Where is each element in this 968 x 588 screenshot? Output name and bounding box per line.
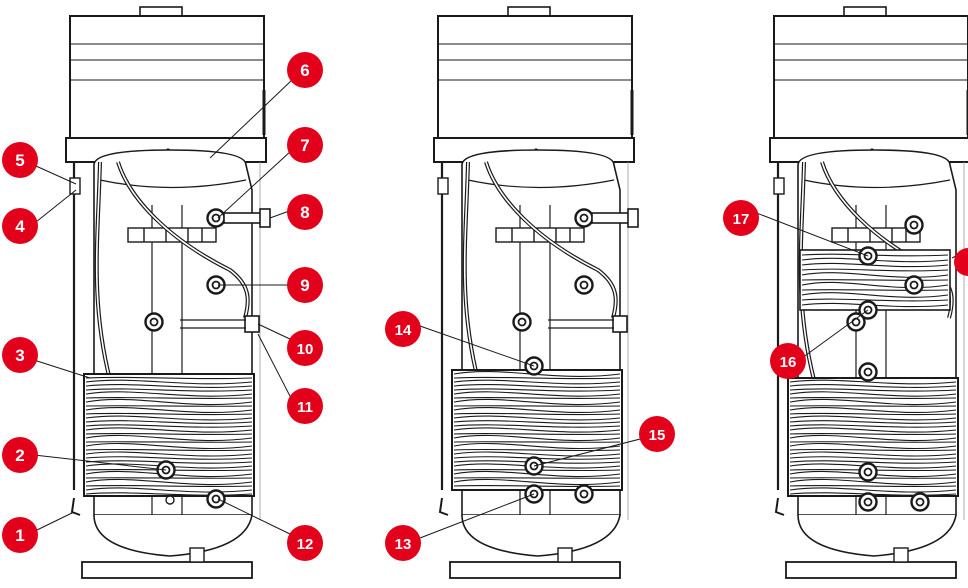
callout-11-label: 11 bbox=[297, 399, 313, 416]
callout-7-label: 7 bbox=[300, 136, 309, 155]
callout-6: 6 bbox=[287, 52, 323, 88]
callout-15: 15 bbox=[639, 416, 675, 452]
callout-9: 9 bbox=[287, 267, 323, 303]
callout-16: 16 bbox=[770, 343, 806, 379]
callout-16-label: 16 bbox=[780, 354, 797, 371]
callout-14-label: 14 bbox=[395, 322, 412, 339]
callout-7: 7 bbox=[287, 127, 323, 163]
callout-17: 17 bbox=[723, 200, 759, 236]
heater-right bbox=[768, 5, 968, 580]
callout-2: 2 bbox=[2, 437, 38, 473]
callout-1-label: 1 bbox=[15, 526, 24, 545]
callout-10: 10 bbox=[287, 330, 323, 366]
callout-13-label: 13 bbox=[395, 536, 412, 553]
callout-3: 3 bbox=[2, 337, 38, 373]
callout-3-label: 3 bbox=[15, 346, 24, 365]
callout-15-label: 15 bbox=[649, 427, 666, 444]
coil-left bbox=[83, 373, 255, 497]
callout-6-label: 6 bbox=[300, 61, 309, 80]
callout-8: 8 bbox=[287, 194, 323, 230]
callout-5-label: 5 bbox=[15, 151, 24, 170]
callout-12-label: 12 bbox=[297, 536, 314, 553]
callout-4: 4 bbox=[2, 208, 38, 244]
heater-middle bbox=[432, 5, 639, 580]
callouts: 1 2 3 4 5 6 7 8 9 10 11 12 13 14 15 16 1… bbox=[2, 52, 968, 561]
callout-5: 5 bbox=[2, 142, 38, 178]
callout-17-label: 17 bbox=[733, 211, 750, 228]
callout-cropped bbox=[954, 248, 968, 276]
callout-14: 14 bbox=[385, 311, 421, 347]
callout-4-label: 4 bbox=[15, 217, 25, 236]
heater-left bbox=[64, 5, 271, 580]
callout-8-label: 8 bbox=[300, 203, 309, 222]
callout-11: 11 bbox=[287, 388, 323, 424]
callout-10-label: 10 bbox=[297, 341, 314, 358]
callout-13: 13 bbox=[385, 525, 421, 561]
callout-9-label: 9 bbox=[300, 276, 309, 295]
callout-2-label: 2 bbox=[15, 446, 24, 465]
callout-1: 1 bbox=[2, 517, 38, 553]
callout-12: 12 bbox=[287, 525, 323, 561]
